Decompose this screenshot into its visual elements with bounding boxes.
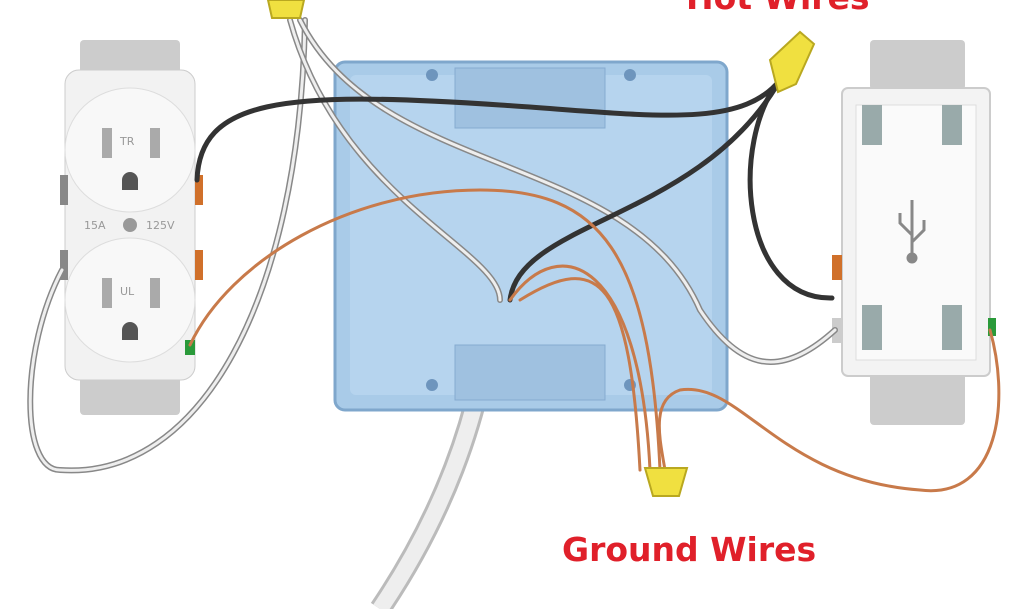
duplex-receptacle: TR UL 15A 125V: [60, 40, 203, 415]
ground-wires-label: Ground Wires: [562, 530, 817, 569]
wire-nut-right: [768, 30, 816, 94]
outlet-amps: 15A: [84, 219, 106, 232]
outlet-bottom-mark: UL: [120, 285, 135, 298]
junction-box: [333, 60, 729, 412]
hot-wires-label: Hot Wires: [686, 0, 870, 17]
wire-nut-top: [266, 0, 306, 19]
wire-nut-ground: [643, 467, 689, 497]
usb-receptacle: [832, 40, 996, 425]
outlet-top-mark: TR: [119, 135, 135, 148]
wires: [27, 17, 1001, 493]
usb-icon: [898, 200, 926, 264]
outlet-volts: 125V: [146, 219, 175, 232]
